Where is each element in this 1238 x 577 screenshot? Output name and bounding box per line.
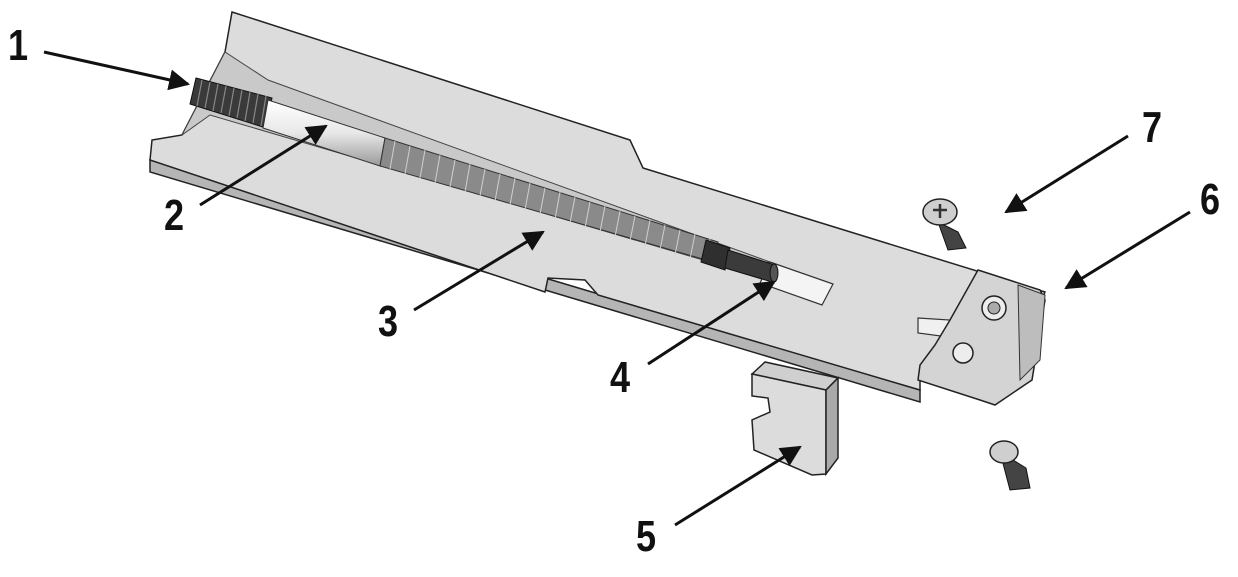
lower-screw xyxy=(989,440,1031,491)
callout-6: 6 xyxy=(1200,175,1221,224)
end-block xyxy=(917,269,1046,406)
upper-screw xyxy=(922,198,967,251)
upper-screw-recess xyxy=(933,204,947,218)
leader-7 xyxy=(1004,134,1129,214)
end-block-upper-hole-inner xyxy=(987,301,1001,315)
pin xyxy=(700,239,779,283)
callout-5: 5 xyxy=(636,512,657,561)
callout-2: 2 xyxy=(164,191,185,240)
leader-1 xyxy=(43,50,191,91)
callout-3: 3 xyxy=(378,297,399,346)
separate-block-front xyxy=(751,373,827,476)
callout-1: 1 xyxy=(8,21,29,70)
leader-arrows xyxy=(43,50,1191,527)
leader-5 xyxy=(674,445,802,527)
pin-tip xyxy=(769,263,779,283)
upper-screw-shank xyxy=(937,220,967,251)
leader-2 xyxy=(199,124,328,207)
end-block-face xyxy=(1017,284,1046,382)
leader-4 xyxy=(647,280,776,366)
callout-7: 7 xyxy=(1142,103,1163,152)
leader-3 xyxy=(413,230,545,312)
end-block-lower-hole xyxy=(952,342,974,364)
separate-block xyxy=(750,361,840,477)
separate-block-side xyxy=(825,376,839,477)
pin-collar xyxy=(700,239,731,271)
callout-4: 4 xyxy=(610,353,631,402)
thread-lines xyxy=(196,79,267,127)
lower-screw-head xyxy=(989,440,1019,464)
leader-6 xyxy=(1064,210,1191,290)
